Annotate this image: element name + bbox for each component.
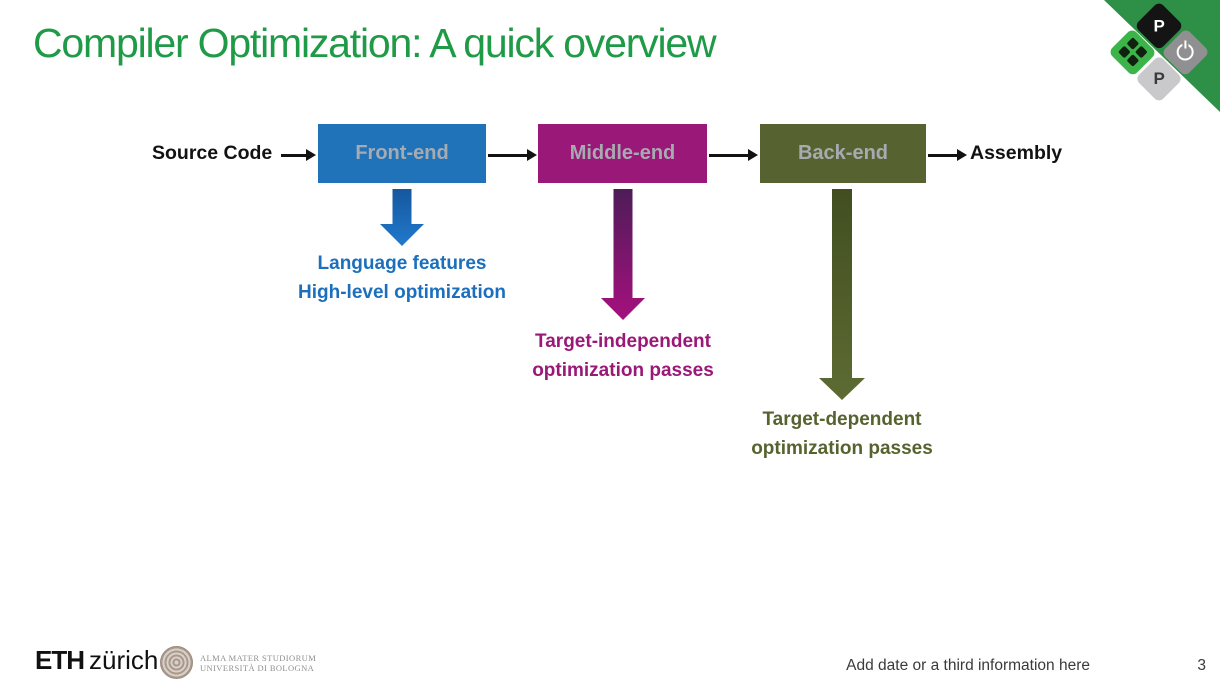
pulp-letter-bottom: P — [1153, 69, 1165, 89]
front-end-caption: Language features High-level optimizatio… — [242, 249, 562, 307]
middle-end-caption: Target-independent optimization passes — [463, 327, 783, 385]
unibo-logo-text: ALMA MATER STUDIORUM UNIVERSITÀ DI BOLOG… — [200, 653, 316, 673]
caption-line: Target-dependent — [762, 409, 922, 430]
caption-line: Target-independent — [535, 331, 711, 352]
flow-arrow-icon — [709, 149, 758, 161]
power-icon — [1177, 43, 1195, 61]
unibo-line1: ALMA MATER STUDIORUM — [200, 652, 317, 663]
back-end-caption: Target-dependent optimization passes — [682, 405, 1002, 463]
down-arrow-front-end-icon — [380, 189, 424, 246]
stage-box-front-end: Front-end — [318, 124, 486, 183]
unibo-seal-icon — [160, 646, 193, 679]
flow-arrow-icon — [281, 149, 316, 161]
down-arrow-back-end-icon — [819, 189, 865, 400]
slide-title: Compiler Optimization: A quick overview — [33, 20, 717, 66]
caption-line: Language features — [317, 253, 487, 274]
caption-line: optimization passes — [751, 438, 933, 459]
unibo-line2: UNIVERSITÀ DI BOLOGNA — [200, 662, 315, 673]
source-code-label: Source Code — [152, 142, 273, 164]
flow-arrow-icon — [928, 149, 967, 161]
down-arrow-middle-end-icon — [601, 189, 645, 320]
eth-logo-text: ETH — [35, 645, 85, 675]
pulp-letter-top: P — [1153, 15, 1165, 35]
caption-line: High-level optimization — [298, 282, 506, 303]
flow-arrow-icon — [488, 149, 537, 161]
green-dots-icon — [1117, 37, 1148, 67]
assembly-label: Assembly — [970, 142, 1063, 164]
footer-note: Add date or a third information here — [846, 657, 1090, 674]
stage-box-back-end: Back-end — [760, 124, 926, 183]
caption-line: optimization passes — [532, 360, 714, 381]
eth-logo-city: zürich — [89, 645, 159, 675]
unibo-logo: ALMA MATER STUDIORUM UNIVERSITÀ DI BOLOG… — [160, 646, 316, 679]
stage-box-middle-end: Middle-end — [538, 124, 707, 183]
page-number: 3 — [1197, 657, 1206, 674]
